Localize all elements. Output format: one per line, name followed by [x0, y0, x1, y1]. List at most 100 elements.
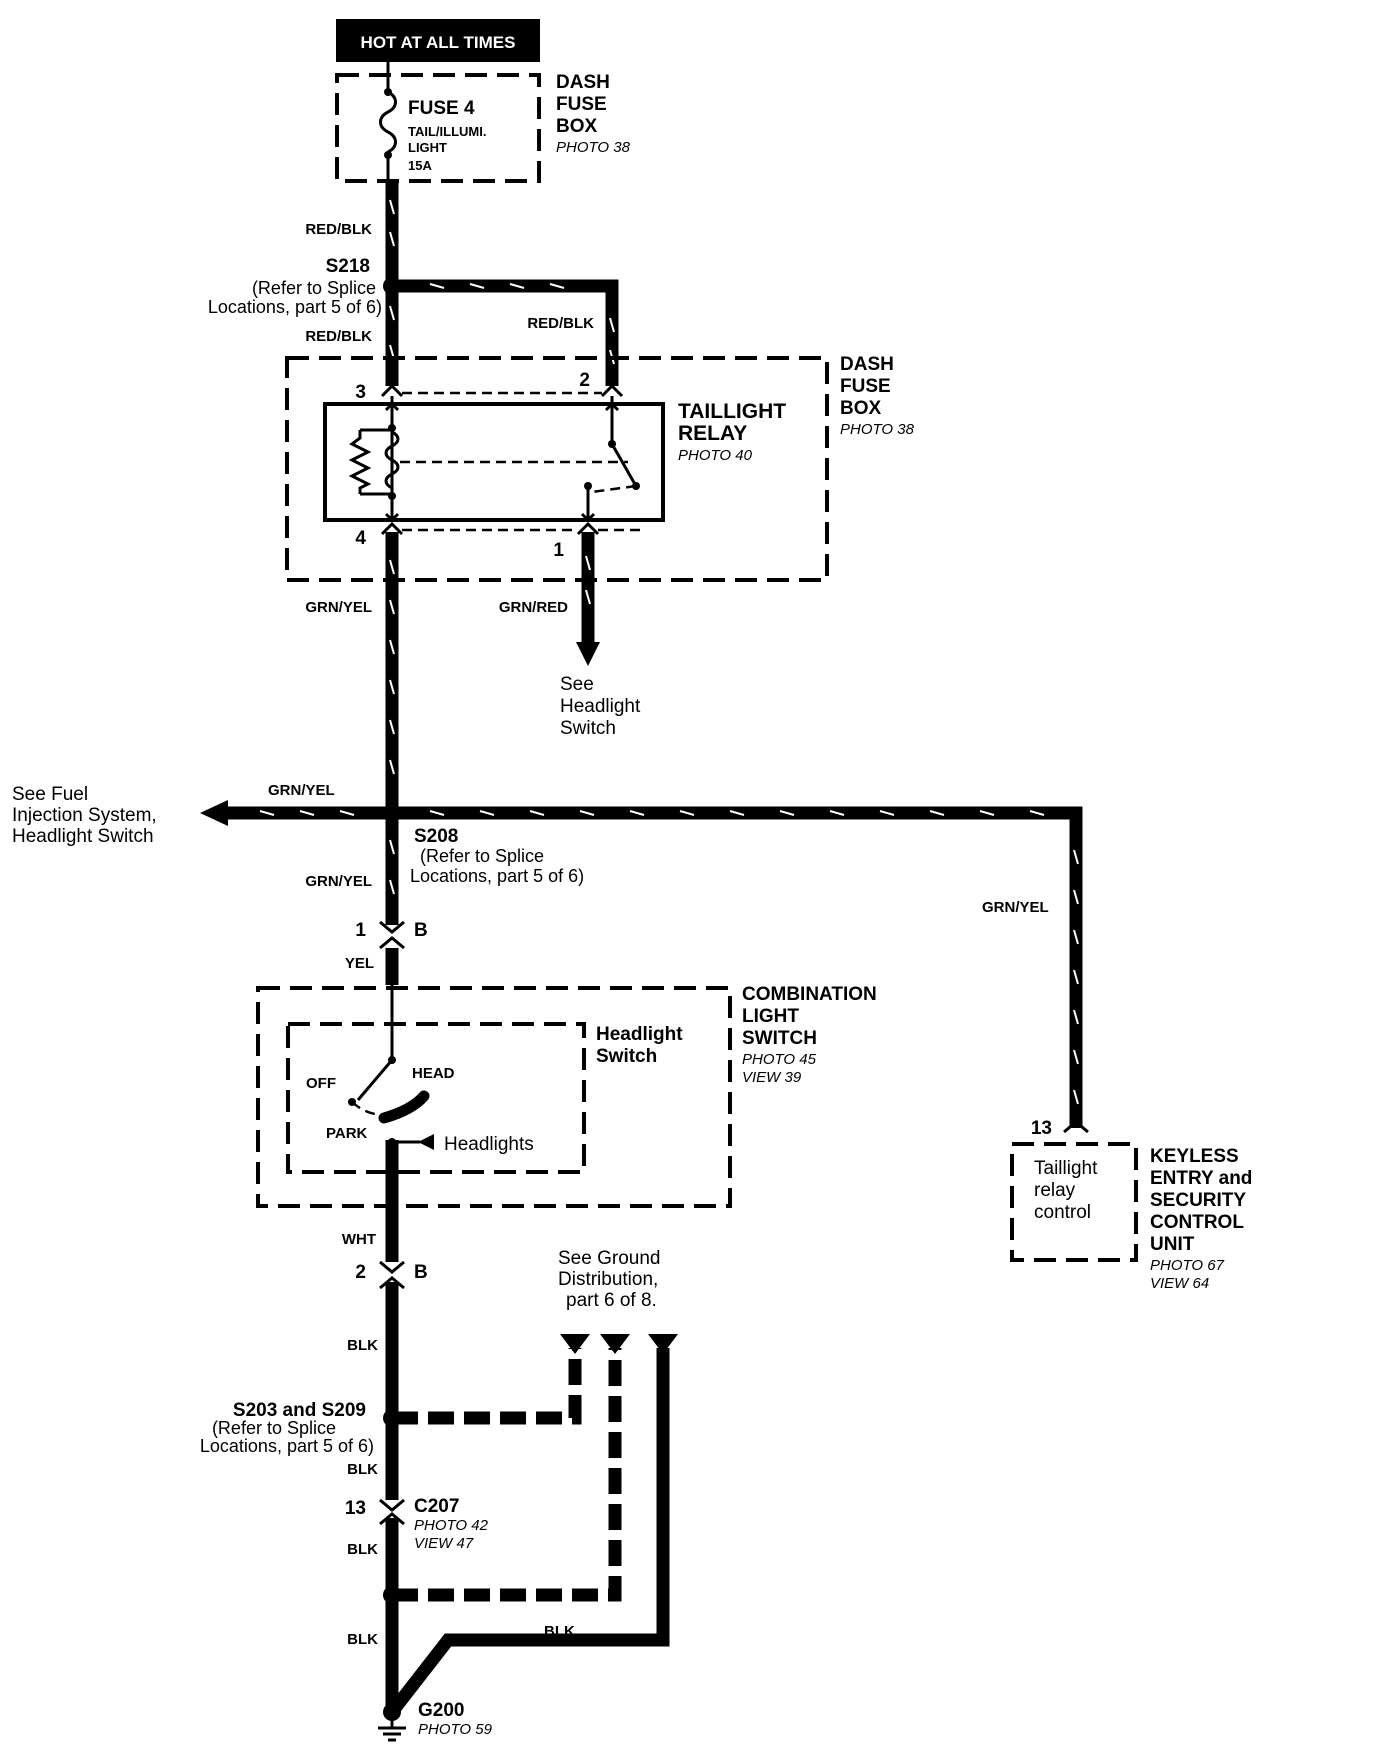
- wire-label: RED/BLK: [305, 328, 372, 345]
- wire-label: BLK: [347, 1631, 378, 1648]
- svg-text:(Refer to Splice: (Refer to Splice: [420, 846, 544, 866]
- svg-text:PHOTO 38: PHOTO 38: [556, 139, 631, 156]
- svg-text:LIGHT: LIGHT: [742, 1006, 799, 1027]
- svg-text:S203 and S209: S203 and S209: [233, 1400, 366, 1421]
- splice-s208: See Fuel Injection System, Headlight Swi…: [12, 782, 1049, 916]
- wire-label: GRN/YEL: [305, 873, 372, 890]
- fuse-name: FUSE 4: [408, 98, 475, 119]
- headlight-switch-label: Headlight: [596, 1024, 683, 1045]
- wire-label: GRN/YEL: [268, 782, 335, 799]
- svg-text:4: 4: [355, 528, 366, 549]
- taillight-relay: 3 2 4 1 TAILLIGHT RELAY PHOTO 40: [323, 370, 786, 561]
- svg-text:See Ground: See Ground: [558, 1248, 660, 1269]
- see-headlight-switch-reference: See Headlight Switch: [560, 642, 641, 739]
- svg-text:FUSE: FUSE: [840, 376, 891, 397]
- svg-text:CONTROL: CONTROL: [1150, 1212, 1244, 1233]
- svg-text:PHOTO 40: PHOTO 40: [678, 447, 753, 464]
- wire-label: YEL: [345, 955, 374, 972]
- svg-text:Switch: Switch: [596, 1046, 657, 1067]
- svg-text:HOT AT ALL TIMES: HOT AT ALL TIMES: [361, 33, 516, 52]
- wire-label: WHT: [342, 1231, 376, 1248]
- power-source-label: HOT AT ALL TIMES: [336, 19, 540, 62]
- svg-text:part 6 of 8.: part 6 of 8.: [566, 1290, 657, 1311]
- wire-label: GRN/YEL: [982, 899, 1049, 916]
- combination-light-switch: COMBINATION LIGHT SWITCH PHOTO 45 VIEW 3…: [256, 984, 877, 1208]
- wire-label: BLK: [544, 1623, 575, 1640]
- ground-distribution-reference: See Ground Distribution, part 6 of 8.: [558, 1248, 678, 1354]
- wire-label: BLK: [347, 1541, 378, 1558]
- fuse-box-relay: DASH FUSE BOX PHOTO 38: [285, 354, 915, 582]
- svg-text:See: See: [560, 674, 594, 695]
- svg-text:VIEW 39: VIEW 39: [742, 1069, 802, 1086]
- wires: [228, 181, 1083, 1718]
- wire-label: GRN/YEL: [305, 599, 372, 616]
- svg-text:ENTRY and: ENTRY and: [1150, 1168, 1252, 1189]
- svg-text:HEAD: HEAD: [412, 1065, 455, 1082]
- dash-fuse-box-label-top: DASH: [556, 72, 610, 93]
- svg-text:PHOTO 42: PHOTO 42: [414, 1517, 489, 1534]
- svg-text:13: 13: [345, 1498, 366, 1519]
- svg-text:Locations, part 5 of 6): Locations, part 5 of 6): [200, 1436, 374, 1456]
- svg-text:PHOTO 67: PHOTO 67: [1150, 1257, 1225, 1274]
- wire-label: GRN/RED: [499, 599, 568, 616]
- svg-text:13: 13: [1031, 1118, 1052, 1139]
- svg-text:(Refer to Splice: (Refer to Splice: [252, 278, 376, 298]
- svg-text:FUSE: FUSE: [556, 94, 607, 115]
- splice-s203-s209: S203 and S209 (Refer to Splice Locations…: [200, 1400, 401, 1478]
- svg-text:control: control: [1034, 1202, 1091, 1223]
- svg-text:15A: 15A: [408, 158, 432, 173]
- svg-text:PARK: PARK: [326, 1125, 368, 1142]
- splice-s218: S218 (Refer to Splice Locations, part 5 …: [208, 221, 594, 345]
- svg-text:VIEW 47: VIEW 47: [414, 1535, 474, 1552]
- wire-label: RED/BLK: [527, 315, 594, 332]
- taillight-relay-label: TAILLIGHT: [678, 400, 786, 423]
- dash-fuse-box-label-relay: DASH: [840, 354, 894, 375]
- svg-text:B: B: [414, 920, 428, 941]
- svg-text:PHOTO 59: PHOTO 59: [418, 1721, 493, 1738]
- svg-text:PHOTO 45: PHOTO 45: [742, 1051, 817, 1068]
- svg-text:Switch: Switch: [560, 718, 616, 739]
- connector-c207: 13 C207 PHOTO 42 VIEW 47 BLK: [345, 1496, 489, 1558]
- svg-text:S208: S208: [414, 826, 458, 847]
- combination-light-switch-label: COMBINATION: [742, 984, 877, 1005]
- wire-label: RED/BLK: [305, 221, 372, 238]
- svg-text:Locations, part 5 of 6): Locations, part 5 of 6): [208, 297, 382, 317]
- svg-text:1: 1: [355, 920, 366, 941]
- svg-text:B: B: [414, 1262, 428, 1283]
- fuse-symbol: [379, 90, 397, 154]
- svg-text:Headlight: Headlight: [560, 696, 641, 717]
- svg-text:SECURITY: SECURITY: [1150, 1190, 1246, 1211]
- svg-text:2: 2: [355, 1262, 366, 1283]
- keyless-entry-unit: 13 Taillight relay control KEYLESS ENTRY…: [1010, 1118, 1252, 1292]
- wire-label: BLK: [347, 1337, 378, 1354]
- see-fuel-injection-reference: See Fuel: [12, 784, 88, 805]
- svg-text:BOX: BOX: [556, 116, 598, 137]
- svg-text:VIEW 64: VIEW 64: [1150, 1275, 1209, 1292]
- svg-text:Taillight: Taillight: [1034, 1158, 1098, 1179]
- keyless-entry-label: KEYLESS: [1150, 1146, 1239, 1167]
- connector-b-pin2: 2 B: [355, 1260, 428, 1290]
- svg-text:1: 1: [553, 540, 564, 561]
- svg-text:S218: S218: [326, 256, 370, 277]
- wire-label: BLK: [347, 1461, 378, 1478]
- ground-g200: G200 PHOTO 59: [378, 1700, 493, 1742]
- svg-text:3: 3: [355, 382, 366, 403]
- svg-text:relay: relay: [1034, 1180, 1076, 1201]
- svg-text:C207: C207: [414, 1496, 459, 1517]
- svg-text:Headlight Switch: Headlight Switch: [12, 826, 154, 847]
- fuse-box-top: FUSE 4 TAIL/ILLUMI. LIGHT 15A DASH FUSE …: [335, 62, 631, 183]
- svg-text:(Refer to Splice: (Refer to Splice: [212, 1418, 336, 1438]
- svg-text:Locations, part 5 of 6): Locations, part 5 of 6): [410, 866, 584, 886]
- svg-text:OFF: OFF: [306, 1075, 336, 1092]
- svg-text:RELAY: RELAY: [678, 422, 747, 445]
- svg-text:PHOTO 38: PHOTO 38: [840, 421, 915, 438]
- svg-text:TAIL/ILLUMI.: TAIL/ILLUMI.: [408, 124, 486, 139]
- splice-dot: [383, 1586, 401, 1604]
- svg-text:Injection System,: Injection System,: [12, 805, 157, 826]
- svg-text:G200: G200: [418, 1700, 464, 1721]
- svg-text:BOX: BOX: [840, 398, 882, 419]
- svg-text:Headlights: Headlights: [444, 1134, 534, 1155]
- svg-text:UNIT: UNIT: [1150, 1234, 1195, 1255]
- svg-text:Distribution,: Distribution,: [558, 1269, 658, 1290]
